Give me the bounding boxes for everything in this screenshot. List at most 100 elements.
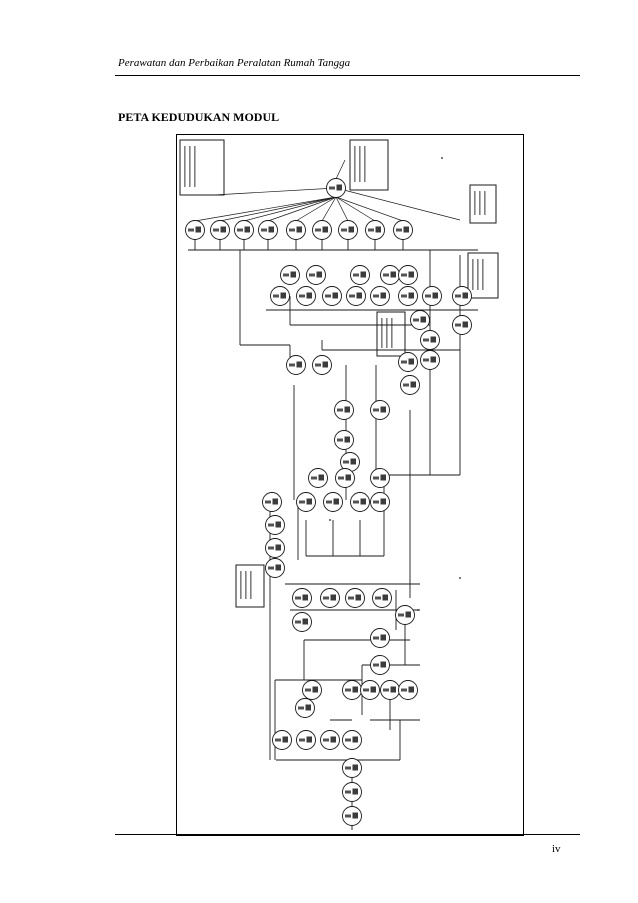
module-code-mark xyxy=(373,476,379,480)
module-node xyxy=(398,352,418,372)
module-code-mark xyxy=(425,294,431,298)
module-node xyxy=(323,492,343,512)
module-node xyxy=(342,806,362,826)
module-code-mark xyxy=(373,500,379,504)
module-code-mark xyxy=(373,663,379,667)
connector-line xyxy=(321,196,337,222)
module-code-mark xyxy=(352,812,358,819)
module-code-mark xyxy=(306,292,312,299)
module-code-mark xyxy=(403,383,409,387)
module-code-mark xyxy=(315,228,321,232)
module-code-mark xyxy=(343,460,349,464)
module-node xyxy=(370,655,390,675)
module-code-mark xyxy=(345,766,351,770)
module-code-mark xyxy=(329,186,335,190)
module-node xyxy=(420,350,440,370)
module-node xyxy=(393,220,413,240)
module-code-mark xyxy=(299,294,305,298)
module-code-mark xyxy=(290,271,296,278)
module-code-mark xyxy=(383,688,389,692)
module-code-mark xyxy=(265,500,271,504)
module-code-mark xyxy=(282,736,288,743)
module-code-mark xyxy=(332,292,338,299)
module-node xyxy=(258,220,278,240)
module-code-mark xyxy=(375,596,381,600)
annotation-text-mark xyxy=(184,146,186,187)
module-code-mark xyxy=(275,521,281,528)
module-code-mark xyxy=(289,228,295,232)
module-code-mark xyxy=(380,661,386,668)
module-code-mark xyxy=(345,790,351,794)
module-code-mark xyxy=(401,273,407,277)
module-code-mark xyxy=(430,356,436,363)
module-code-mark xyxy=(350,458,356,465)
module-node xyxy=(370,628,390,648)
module-node xyxy=(210,220,230,240)
module-code-mark xyxy=(306,736,312,743)
module-code-mark xyxy=(344,406,350,413)
module-node xyxy=(272,730,292,750)
module-code-mark xyxy=(337,438,343,442)
module-code-mark xyxy=(423,358,429,362)
page-number: iv xyxy=(552,843,561,855)
module-code-mark xyxy=(410,381,416,388)
module-code-mark xyxy=(220,226,226,233)
module-code-mark xyxy=(432,292,438,299)
module-node xyxy=(286,220,306,240)
module-code-mark xyxy=(390,686,396,693)
module-code-mark xyxy=(408,271,414,278)
module-code-mark xyxy=(383,273,389,277)
connector-line xyxy=(243,196,337,222)
header-rule xyxy=(115,75,580,76)
module-code-mark xyxy=(408,358,414,365)
module-node xyxy=(334,400,354,420)
scan-speck xyxy=(417,609,419,611)
module-node xyxy=(370,286,390,306)
module-code-mark xyxy=(323,738,329,742)
module-code-mark xyxy=(344,436,350,443)
module-node xyxy=(350,265,370,285)
module-code-mark xyxy=(345,688,351,692)
module-node xyxy=(295,698,315,718)
module-code-mark xyxy=(299,738,305,742)
annotation-text-mark xyxy=(479,191,481,215)
module-code-mark xyxy=(401,360,407,364)
module-code-mark xyxy=(336,184,342,191)
module-code-mark xyxy=(305,688,311,692)
module-code-mark xyxy=(302,594,308,601)
annotation-text-mark xyxy=(381,318,383,348)
module-code-mark xyxy=(322,226,328,233)
annotation-text-mark xyxy=(482,259,484,290)
module-code-mark xyxy=(413,318,419,322)
module-node xyxy=(296,492,316,512)
module-node xyxy=(398,286,418,306)
module-node xyxy=(312,355,332,375)
module-code-mark xyxy=(295,596,301,600)
module-code-mark xyxy=(382,594,388,601)
module-code-mark xyxy=(352,686,358,693)
module-node xyxy=(338,220,358,240)
module-code-mark xyxy=(261,228,267,232)
module-node xyxy=(234,220,254,240)
annotation-text-mark xyxy=(245,571,247,599)
module-code-mark xyxy=(272,498,278,505)
module-code-mark xyxy=(299,500,305,504)
module-code-mark xyxy=(337,408,343,412)
module-node xyxy=(292,588,312,608)
module-code-mark xyxy=(408,292,414,299)
module-code-mark xyxy=(380,474,386,481)
module-node xyxy=(320,588,340,608)
module-code-mark xyxy=(370,686,376,693)
module-code-mark xyxy=(352,736,358,743)
annotation-text-mark xyxy=(194,146,196,187)
module-code-mark xyxy=(330,594,336,601)
module-code-mark xyxy=(373,294,379,298)
module-code-mark xyxy=(380,292,386,299)
module-code-mark xyxy=(462,321,468,328)
module-node xyxy=(346,286,366,306)
annotation-text-mark xyxy=(250,571,252,599)
module-node xyxy=(370,468,390,488)
module-node xyxy=(370,492,390,512)
module-code-mark xyxy=(268,226,274,233)
module-code-mark xyxy=(305,704,311,711)
